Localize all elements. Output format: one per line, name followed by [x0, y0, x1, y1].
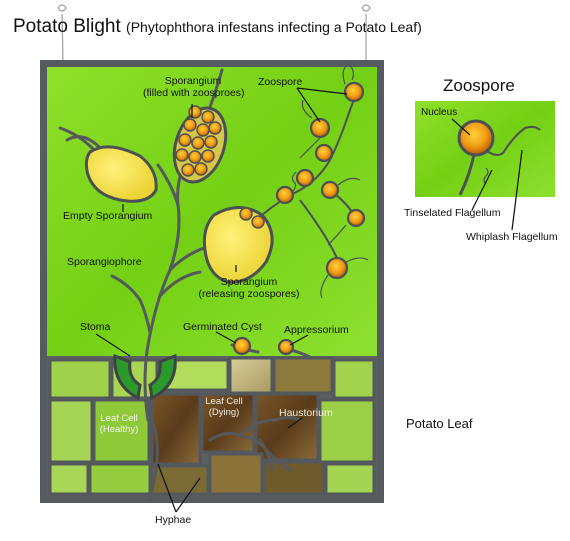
sporangium-releasing — [202, 206, 274, 284]
title-sub: (Phytophthora infestans infecting a Pota… — [126, 19, 422, 35]
label-sporangium-releasing-line1: Sporangium — [220, 276, 278, 288]
empty-sporangium — [84, 145, 158, 203]
label-tinselated-flagellum: Tinselated Flagellum — [404, 207, 501, 219]
label-appressorium: Appressorium — [284, 324, 349, 336]
label-germinated-cyst: Germinated Cyst — [183, 321, 262, 333]
zoospore-inset — [415, 101, 555, 231]
label-zoospore: Zoospore — [258, 76, 303, 88]
hanging-chain — [57, 4, 371, 63]
label-hyphae: Hyphae — [155, 514, 192, 526]
label-leaf-cell-healthy: Leaf Cell (Healthy) — [92, 413, 146, 435]
label-leaf-cell-dying-line2: (Dying) — [208, 407, 240, 418]
label-sporangium-filled-line2: (filled with zoosproes) — [143, 87, 245, 99]
label-sporangium-releasing: Sporangium (releasing zoospores) — [184, 276, 314, 300]
inset-zoospore — [457, 119, 495, 157]
stoma — [113, 353, 177, 401]
label-empty-sporangium: Empty Sporangium — [63, 210, 153, 222]
label-sporangium-filled-line1: Sporangium — [164, 75, 222, 87]
label-sporangiophore: Sporangiophore — [67, 256, 142, 268]
label-sporangium-releasing-line2: (releasing zoospores) — [198, 288, 300, 300]
label-sporangium-filled: Sporangium (filled with zoosproes) — [143, 75, 245, 99]
label-nucleus: Nucleus — [421, 107, 458, 118]
label-potato-leaf: Potato Leaf — [406, 416, 473, 431]
zoospore-cluster — [175, 105, 222, 177]
diagram-title: Potato Blight (Phytophthora infestans in… — [13, 16, 422, 38]
label-leaf-cell-dying: Leaf Cell (Dying) — [200, 396, 248, 418]
zoospores — [232, 81, 366, 356]
callout-lines — [95, 87, 348, 513]
leaf-cells — [48, 356, 376, 496]
label-leaf-cell-healthy-line2: (Healthy) — [99, 424, 139, 435]
flagella — [291, 63, 369, 299]
label-stoma: Stoma — [80, 321, 111, 333]
label-leaf-cell-dying-line1: Leaf Cell — [205, 396, 243, 407]
label-leaf-cell-healthy-line1: Leaf Cell — [100, 413, 138, 424]
title-main: Potato Blight — [13, 16, 121, 37]
label-haustorium: Haustorium — [279, 407, 333, 419]
label-whiplash-flagellum: Whiplash Flagellum — [466, 231, 558, 243]
inset-title: Zoospore — [443, 76, 515, 95]
